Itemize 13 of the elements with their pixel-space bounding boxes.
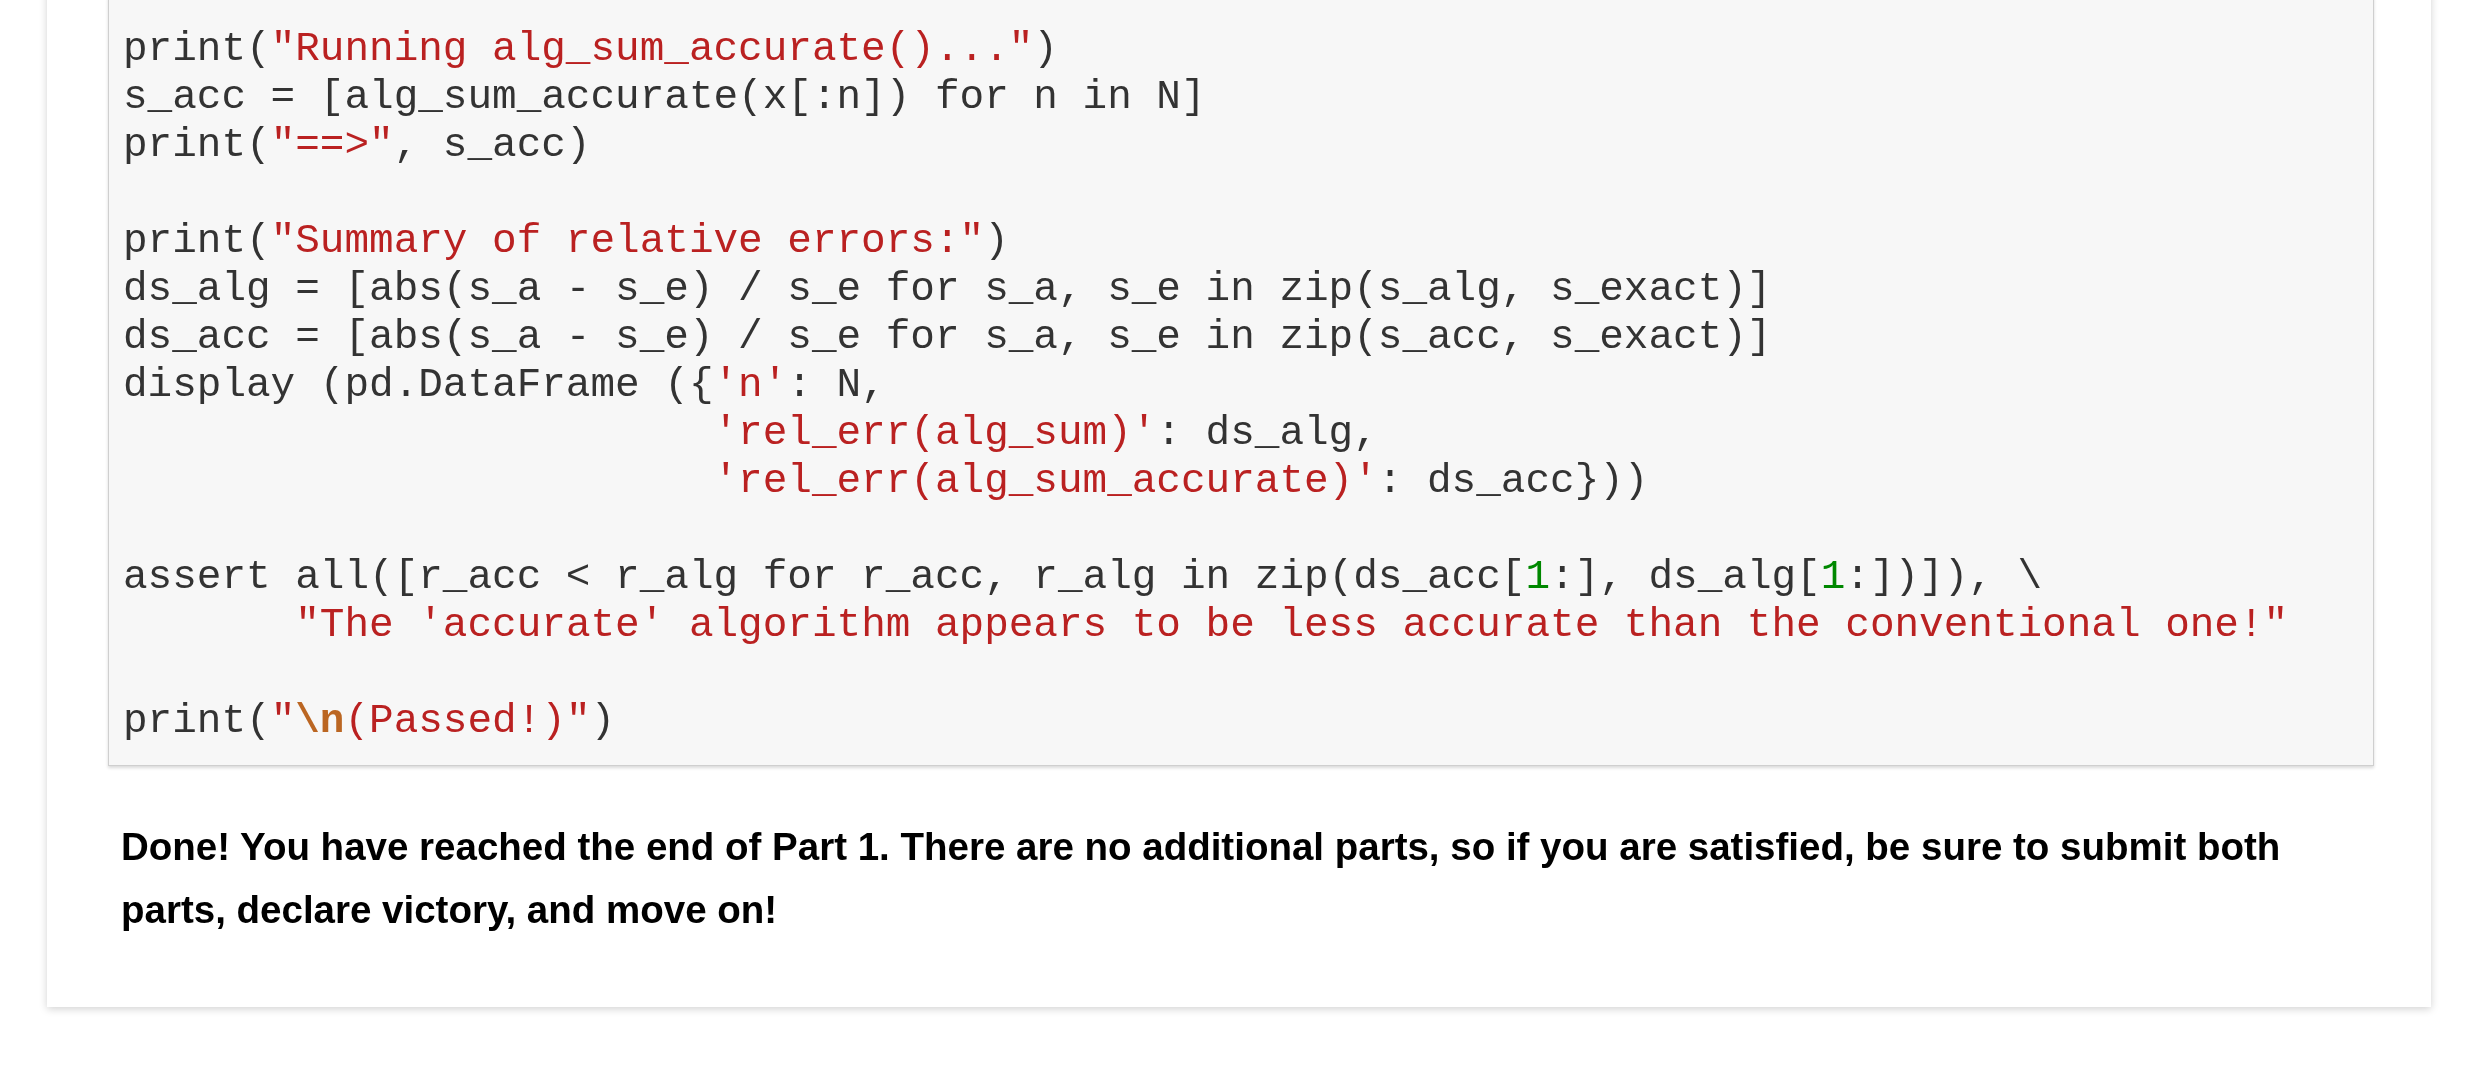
- code-line: print("Summary of relative errors:"): [123, 217, 1009, 265]
- code-line: print("==>", s_acc): [123, 121, 591, 169]
- code-line: s_acc = [alg_sum_accurate(x[:n]) for n in N]: [123, 73, 1206, 121]
- code-line: 'rel_err(alg_sum)': ds_alg,: [712, 409, 1378, 457]
- code-line: print("Running alg_sum_accurate()..."): [123, 25, 1058, 73]
- completion-message: Done! You have reached the end of Part 1. There are no additional parts, so if you are satisfied, be sure to submit both parts, declare victory, and move on!: [121, 824, 2282, 933]
- code-line: assert all([r_acc < r_alg for r_acc, r_alg in zip(ds_acc[1:], ds_alg[1:])]), \: [123, 553, 2043, 601]
- code-line: 'rel_err(alg_sum_accurate)': ds_acc})): [712, 457, 1649, 505]
- code-line: print("\n(Passed!)"): [123, 697, 616, 745]
- code-line: "The 'accurate' algorithm appears to be less accurate than the conventional one!": [294, 601, 2289, 649]
- code-line: ds_alg = [abs(s_a - s_e) / s_e for s_a, s_e in zip(s_alg, s_exact)]: [123, 265, 1772, 313]
- code-line: display (pd.DataFrame ({'n': N,: [123, 361, 886, 409]
- code-line: ds_acc = [abs(s_a - s_e) / s_e for s_a, s_e in zip(s_acc, s_exact)]: [123, 313, 1772, 361]
